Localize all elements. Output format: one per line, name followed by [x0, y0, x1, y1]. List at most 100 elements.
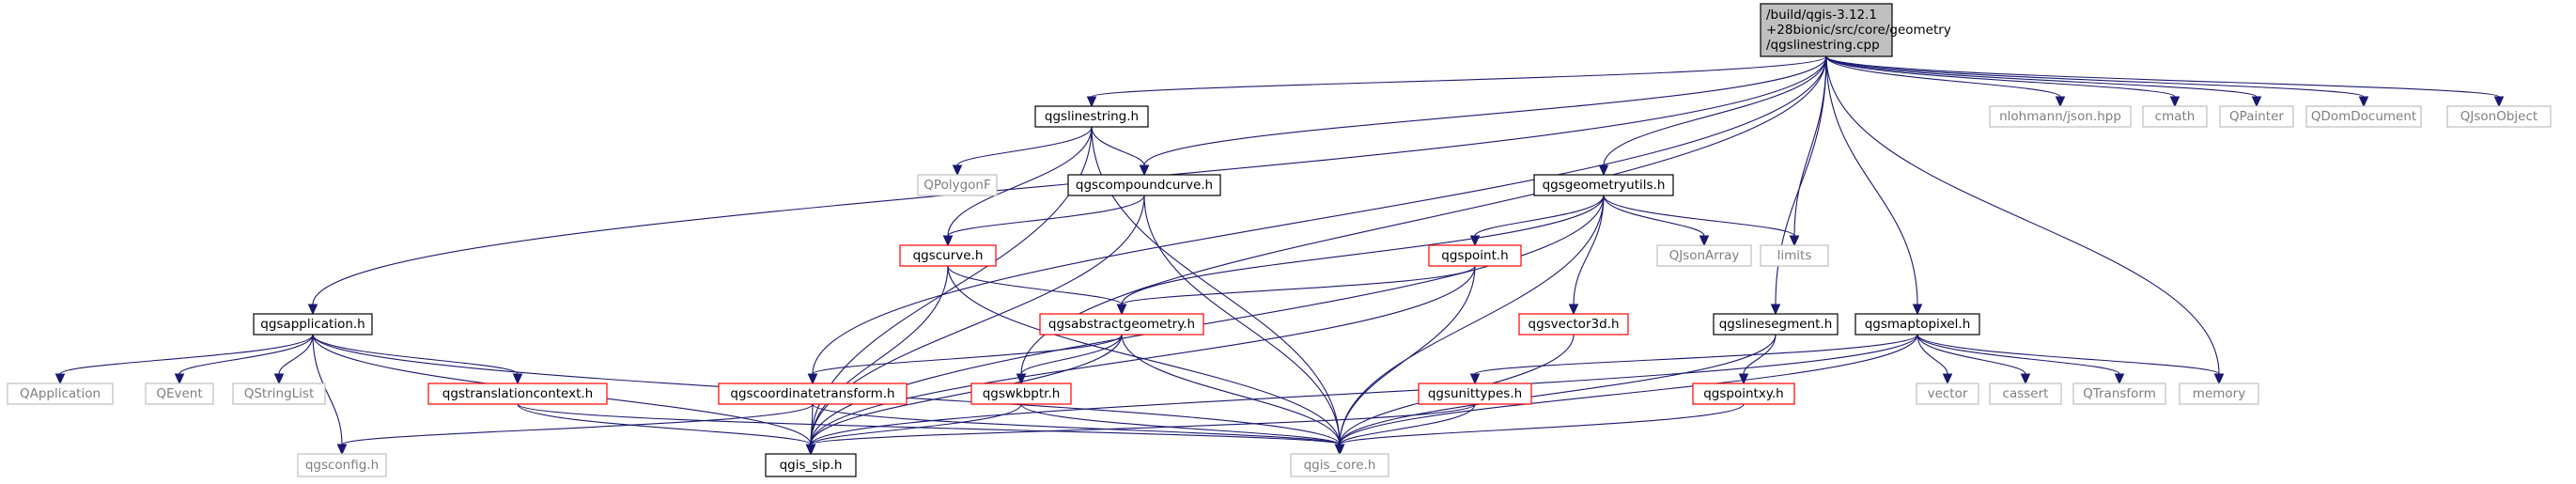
edge-qgsabstractgeometry-h-to-qgis-core-h: [1121, 334, 1341, 445]
node-box-qgsmaptopixel-h[interactable]: [1854, 313, 1980, 336]
node-box-cmath: [2142, 105, 2208, 128]
node-box-qgslinestring-h[interactable]: [1034, 105, 1149, 128]
node-qgslinestring-h[interactable]: qgslinestring.h: [1034, 105, 1149, 128]
arrowhead-qgsabstractgeometry-h-to-qgscoordinatetransform-h: [807, 373, 818, 385]
edge-root-to-qgslinestring-h: [1091, 55, 1827, 98]
edge-qgsmaptopixel-h-to-qtransform: [1916, 334, 2120, 375]
node-qgsunittypes-h[interactable]: qgsunittypes.h: [1418, 383, 1532, 405]
node-qgis-sip-h[interactable]: qgis_sip.h: [765, 453, 857, 477]
node-box-qgsvector3d-h[interactable]: [1518, 313, 1629, 336]
edge-qgsapplication-h-to-qgsconfig-h: [312, 334, 343, 445]
arrowhead-qgspoint-h-to-qgsabstractgeometry-h: [1116, 304, 1127, 316]
node-box-qgsgeometryutils-h[interactable]: [1533, 174, 1674, 196]
node-qgsconfig-h: qgsconfig.h: [297, 453, 387, 477]
node-label-limits: limits: [1777, 248, 1812, 263]
edge-qgstranslationcontext-h-to-qgis-sip-h: [517, 403, 812, 445]
node-label-qgslinestring-h: qgslinestring.h: [1045, 109, 1139, 124]
edge-qgswkbptr-h-to-qgis-sip-h: [810, 403, 1022, 445]
node-root[interactable]: /build/qgis-3.12.1+28bionic/src/core/geo…: [1760, 3, 1951, 57]
arrowhead-root-to-qdomdocument: [2358, 96, 2369, 108]
node-label-qjsonarray: QJsonArray: [1669, 248, 1740, 263]
node-qdomdocument: QDomDocument: [2305, 105, 2422, 128]
node-label-qjsonobject: QJsonObject: [2460, 109, 2537, 124]
node-label-root-line-1: /build/qgis-3.12.1: [1766, 8, 1877, 23]
node-label-qstringlist: QStringList: [244, 386, 315, 401]
arrowhead-qgsgeometryutils-h-to-qjsonarray: [1699, 235, 1710, 247]
node-qgsabstractgeometry-h[interactable]: qgsabstractgeometry.h: [1039, 313, 1204, 336]
node-box-qgsapplication-h[interactable]: [253, 313, 373, 336]
node-qgsgeometryutils-h[interactable]: qgsgeometryutils.h: [1533, 174, 1674, 196]
node-box-qtransform: [2072, 383, 2166, 405]
node-box-qgscurve-h[interactable]: [899, 244, 997, 267]
node-box-qgis-sip-h[interactable]: [765, 453, 857, 477]
edge-qgsmaptopixel-h-to-qgis-core-h: [1339, 334, 1918, 445]
node-box-qapplication: [7, 383, 114, 405]
node-label-root-line-3: /qgslinestring.cpp: [1766, 38, 1880, 53]
node-box-root[interactable]: [1760, 3, 1893, 57]
edge-qgsabstractgeometry-h-to-qgis-sip-h: [810, 334, 1123, 445]
node-label-qtransform: QTransform: [2083, 386, 2156, 401]
node-box-vector: [1916, 383, 1979, 405]
node-label-qgsgeometryutils-h: qgsgeometryutils.h: [1543, 178, 1666, 193]
node-box-qgis-core-h: [1290, 453, 1389, 477]
node-label-qgis-core-h: qgis_core.h: [1304, 458, 1376, 473]
node-qgsmaptopixel-h[interactable]: qgsmaptopixel.h: [1854, 313, 1980, 336]
arrowhead-qgsapplication-h-to-qgstranslationcontext-h: [512, 373, 523, 385]
arrowhead-root-to-qgsmaptopixel-h: [1912, 304, 1923, 316]
edge-qgsapplication-h-to-qstringlist: [278, 334, 314, 375]
edge-qgspointxy-h-to-qgis-core-h: [1339, 403, 1745, 445]
edge-root-to-cmath: [1825, 55, 2176, 98]
node-box-qgsabstractgeometry-h[interactable]: [1039, 313, 1204, 336]
node-qgsapplication-h[interactable]: qgsapplication.h: [253, 313, 373, 336]
node-qevent: QEvent: [145, 383, 214, 405]
node-box-qgslinesegment-h[interactable]: [1713, 313, 1839, 336]
node-box-cassert: [1989, 383, 2062, 405]
node-label-qgspointxy-h: qgspointxy.h: [1703, 386, 1784, 401]
node-box-qjsonobject: [2446, 105, 2552, 128]
node-qgswkbptr-h[interactable]: qgswkbptr.h: [970, 383, 1072, 405]
node-qgscompoundcurve-h[interactable]: qgscompoundcurve.h: [1067, 174, 1221, 196]
node-box-qpolygonf: [917, 174, 998, 196]
node-label-qgscompoundcurve-h: qgscompoundcurve.h: [1076, 178, 1213, 193]
node-qgspointxy-h[interactable]: qgspointxy.h: [1692, 383, 1795, 405]
edge-qgsunittypes-h-to-qgis-sip-h: [810, 403, 1476, 445]
arrowhead-qgscoordinatetransform-h-to-qgsconfig-h: [336, 444, 348, 456]
node-label-qgsabstractgeometry-h: qgsabstractgeometry.h: [1048, 317, 1195, 332]
arrowhead-root-to-cmath: [2169, 96, 2180, 108]
node-box-qgsunittypes-h[interactable]: [1418, 383, 1532, 405]
edge-qgsgeometryutils-h-to-qjsonarray: [1603, 195, 1705, 237]
node-box-qgspointxy-h[interactable]: [1692, 383, 1795, 405]
node-cmath: cmath: [2142, 105, 2208, 128]
edge-qgsapplication-h-to-qgstranslationcontext-h: [312, 334, 519, 375]
node-box-qgscoordinatetransform-h[interactable]: [718, 383, 908, 405]
node-box-qgswkbptr-h[interactable]: [970, 383, 1072, 405]
node-qgstranslationcontext-h[interactable]: qgstranslationcontext.h: [427, 383, 608, 405]
edge-qgscoordinatetransform-h-to-qgsconfig-h: [341, 403, 814, 445]
node-label-qpolygonf: QPolygonF: [923, 178, 990, 193]
node-label-qgsapplication-h: qgsapplication.h: [260, 317, 365, 332]
edge-qgscompoundcurve-h-to-qgscurve-h: [947, 195, 1145, 237]
node-qgscurve-h[interactable]: qgscurve.h: [899, 244, 997, 267]
arrowhead-qgsgeometryutils-h-to-qgsvector3d-h: [1568, 304, 1579, 316]
node-qgslinesegment-h[interactable]: qgslinesegment.h: [1713, 313, 1839, 336]
arrowhead-qgsunittypes-h-to-qgis-core-h: [1334, 444, 1345, 456]
edge-root-to-qpainter: [1825, 55, 2258, 98]
node-limits: limits: [1760, 244, 1829, 267]
node-vector: vector: [1916, 383, 1979, 405]
edge-qgsgeometryutils-h-to-qgis-core-h: [1339, 195, 1605, 445]
node-box-qpainter: [2219, 105, 2294, 128]
node-box-qjsonarray: [1656, 244, 1752, 267]
node-box-qgstranslationcontext-h[interactable]: [427, 383, 608, 405]
node-qgsvector3d-h[interactable]: qgsvector3d.h: [1518, 313, 1629, 336]
node-box-qgscompoundcurve-h[interactable]: [1067, 174, 1221, 196]
node-qgspoint-h[interactable]: qgspoint.h: [1428, 244, 1522, 267]
node-qgscoordinatetransform-h[interactable]: qgscoordinatetransform.h: [718, 383, 908, 405]
edge-qgsgeometryutils-h-to-qgsabstractgeometry-h: [1121, 195, 1605, 305]
node-qjsonarray: QJsonArray: [1656, 244, 1752, 267]
node-qtransform: QTransform: [2072, 383, 2166, 405]
node-box-qgspoint-h[interactable]: [1428, 244, 1522, 267]
node-label-qgstranslationcontext-h: qgstranslationcontext.h: [442, 386, 594, 401]
node-label-cassert: cassert: [2003, 386, 2049, 401]
edge-qgscompoundcurve-h-to-qgis-core-h: [1143, 195, 1341, 445]
